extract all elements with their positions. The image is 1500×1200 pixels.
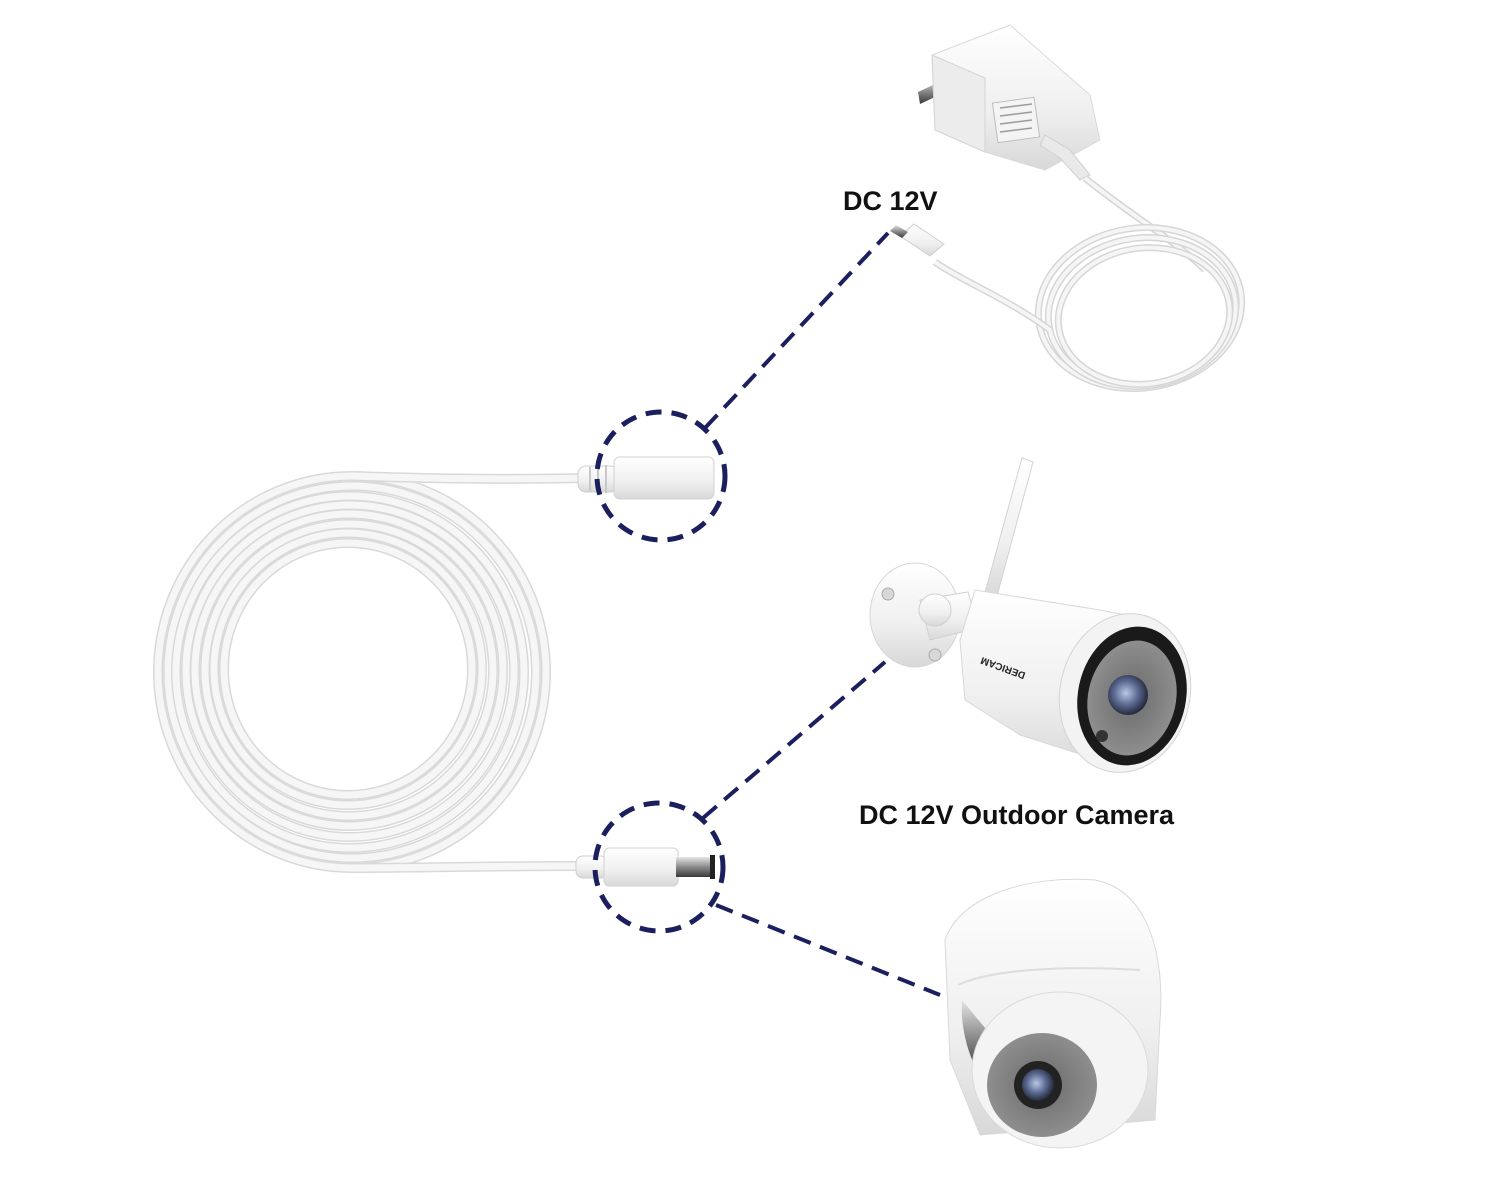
- camera-caption-label: DC 12V Outdoor Camera: [859, 800, 1175, 830]
- male-connector-highlight-circle: [592, 800, 726, 934]
- leader-adapter: [703, 231, 890, 430]
- leader-dome-camera: [715, 903, 941, 997]
- leader-bullet-camera: [701, 660, 887, 820]
- power-adapter: [890, 24, 1246, 392]
- extension-cable-coil: [153, 471, 586, 873]
- female-connector-highlight-circle: [594, 409, 728, 543]
- adapter-voltage-label: DC 12V: [843, 186, 938, 216]
- male-dc-connector: [575, 847, 715, 887]
- dashed-leader-lines: [701, 231, 941, 997]
- dome-camera: [944, 878, 1162, 1149]
- bullet-camera: DERICAM: [869, 457, 1192, 773]
